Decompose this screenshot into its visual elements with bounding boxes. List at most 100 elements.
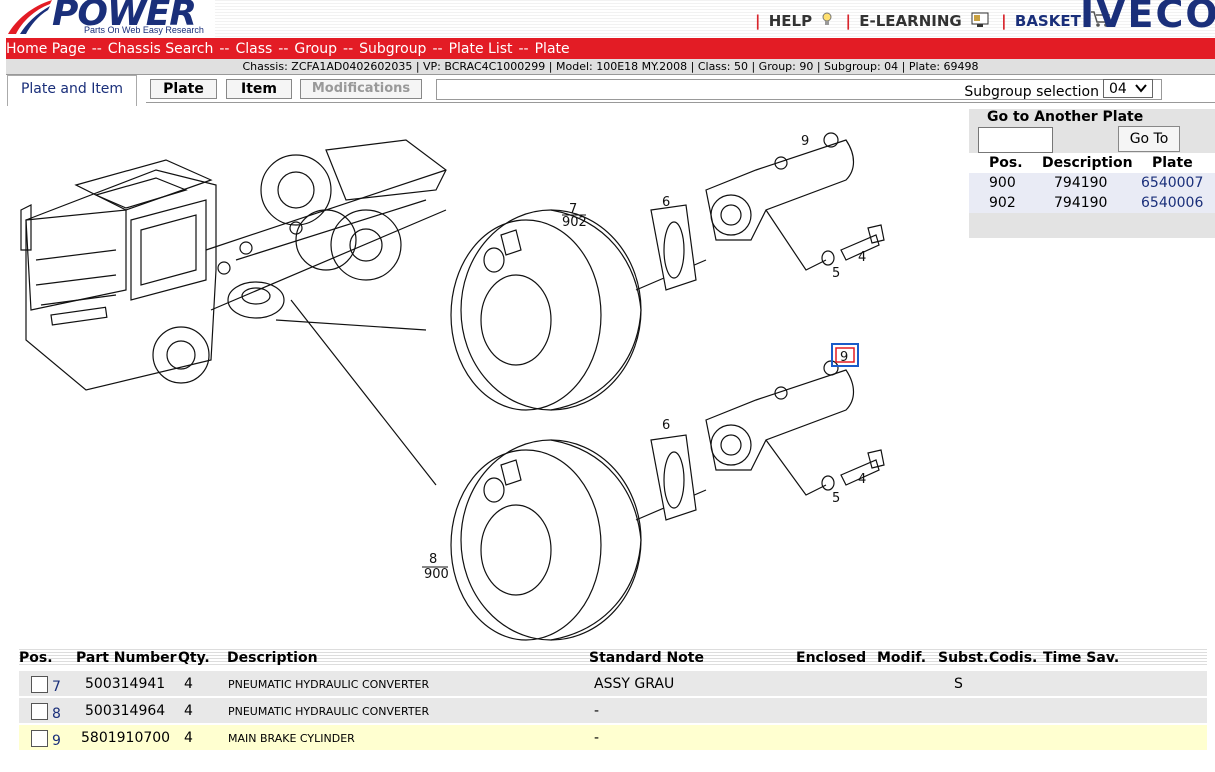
callout-label-highlighted[interactable]: 9 xyxy=(840,350,848,365)
tab-plate-and-item[interactable]: Plate and Item xyxy=(7,75,137,106)
plate-table-header: Pos. Description Plate xyxy=(969,153,1215,173)
row-pos[interactable]: 8 xyxy=(52,706,61,722)
chevron-down-icon xyxy=(1135,84,1147,93)
callout-label[interactable]: 4 xyxy=(858,250,866,265)
power-logo-swoosh-icon xyxy=(8,0,52,34)
column-header: Subst. xyxy=(938,650,989,666)
plate-pos: 900 xyxy=(989,175,1016,191)
separator: | xyxy=(845,12,852,30)
row-part-number: 5801910700 xyxy=(81,730,171,746)
header-strip xyxy=(215,0,1215,37)
exploded-parts-drawing[interactable]: 9 7 902 6 4 5 9 6 4 5 8 900 xyxy=(6,110,966,645)
plate-link[interactable]: 6540006 xyxy=(1141,195,1204,211)
cart-icon[interactable] xyxy=(1090,10,1111,28)
go-to-button[interactable]: Go To xyxy=(1118,126,1180,152)
plate-row[interactable]: 902 794190 6540006 xyxy=(969,193,1215,213)
plate-link[interactable]: 6540007 xyxy=(1141,175,1204,191)
column-header: Pos. xyxy=(19,650,53,666)
nav-separator: -- xyxy=(219,41,230,57)
plate-input[interactable] xyxy=(978,127,1053,153)
separator: | xyxy=(1001,12,1007,30)
callout-label[interactable]: 7 xyxy=(569,202,577,217)
subgroup-bar: Subgroup selection 04 xyxy=(436,79,1162,100)
plate-description: 794190 xyxy=(1054,195,1108,211)
logo-text[interactable]: POWER xyxy=(52,0,197,34)
callout-label[interactable]: 5 xyxy=(832,266,840,281)
column-header: Qty. xyxy=(178,650,210,666)
chassis-info: Chassis: ZCFA1AD0402602035 | VP: BCRAC4C… xyxy=(6,59,1215,75)
breadcrumb: Home Page--Chassis Search--Class--Group-… xyxy=(6,38,1215,59)
plate-description: 794190 xyxy=(1054,175,1108,191)
nav-separator: -- xyxy=(518,41,529,57)
modifications-button[interactable]: Modifications xyxy=(300,79,422,99)
row-pos[interactable]: 9 xyxy=(52,733,61,749)
row-checkbox[interactable] xyxy=(31,676,48,693)
row-description: MAIN BRAKE CYLINDER xyxy=(228,732,355,745)
nav-subgroup[interactable]: Subgroup xyxy=(359,41,427,57)
nav-plate-list[interactable]: Plate List xyxy=(448,41,513,57)
help-link[interactable]: HELP xyxy=(768,12,813,30)
tab-divider xyxy=(146,102,1215,103)
callout-label[interactable]: 6 xyxy=(662,195,670,210)
highlight-box xyxy=(831,343,859,367)
nav-chassis-search[interactable]: Chassis Search xyxy=(107,41,214,57)
callout-label[interactable]: 4 xyxy=(858,472,866,487)
row-standard-note: ASSY GRAU xyxy=(594,676,675,692)
row-qty: 4 xyxy=(184,730,193,746)
column-header: Description xyxy=(1042,155,1133,171)
row-checkbox[interactable] xyxy=(31,703,48,720)
column-header: Codis. xyxy=(989,650,1038,666)
basket-link[interactable]: BASKET xyxy=(1014,12,1081,30)
subgroup-label: Subgroup selection xyxy=(964,84,1099,100)
nav-home-page[interactable]: Home Page xyxy=(6,41,86,57)
column-header: Modif. xyxy=(877,650,927,666)
nav-class[interactable]: Class xyxy=(235,41,273,57)
callout-label[interactable]: 8 xyxy=(429,552,437,567)
callout-label[interactable]: 6 xyxy=(662,418,670,433)
nav-separator: -- xyxy=(91,41,102,57)
row-part-number: 500314964 xyxy=(85,703,166,719)
row-checkbox[interactable] xyxy=(31,730,48,747)
e-learning-link[interactable]: E-LEARNING xyxy=(859,12,962,30)
separator: | xyxy=(755,12,761,30)
lightbulb-icon[interactable] xyxy=(821,12,833,28)
row-pos[interactable]: 7 xyxy=(52,679,61,695)
table-row-selected[interactable]: 9 5801910700 4 MAIN BRAKE CYLINDER - xyxy=(19,725,1207,750)
table-row[interactable]: 7 500314941 4 PNEUMATIC HYDRAULIC CONVER… xyxy=(19,671,1207,696)
callout-label[interactable]: 900 xyxy=(424,567,449,582)
row-description: PNEUMATIC HYDRAULIC CONVERTER xyxy=(228,705,430,718)
table-row[interactable]: 8 500314964 4 PNEUMATIC HYDRAULIC CONVER… xyxy=(19,698,1207,723)
nav-group[interactable]: Group xyxy=(294,41,338,57)
column-header: Description xyxy=(227,650,318,666)
row-description: PNEUMATIC HYDRAULIC CONVERTER xyxy=(228,678,430,691)
subgroup-select[interactable]: 04 xyxy=(1103,79,1153,98)
callout-label[interactable]: 9 xyxy=(801,134,809,149)
row-qty: 4 xyxy=(184,676,193,692)
highlight-box-inner xyxy=(835,347,855,363)
monitor-icon[interactable] xyxy=(971,12,989,28)
row-standard-note: - xyxy=(594,730,600,746)
item-button[interactable]: Item xyxy=(226,79,292,99)
row-subst: S xyxy=(954,676,963,692)
callout-label[interactable]: 5 xyxy=(832,491,840,506)
parts-table-header: Pos. Part Number Qty. Description Standa… xyxy=(19,649,1207,666)
nav-separator: -- xyxy=(278,41,289,57)
callout-label[interactable]: 902 xyxy=(562,215,587,230)
column-header: Enclosed xyxy=(796,650,867,666)
plate-pos: 902 xyxy=(989,195,1016,211)
logo-subtitle: Parts On Web Easy Research xyxy=(84,25,204,35)
goto-plate-panel: Go to Another Plate Go To Pos. Descripti… xyxy=(969,109,1215,238)
column-header: Standard Note xyxy=(589,650,704,666)
plate-row[interactable]: 900 794190 6540007 xyxy=(969,173,1215,193)
truck-drawing xyxy=(20,139,447,486)
row-qty: 4 xyxy=(184,703,193,719)
nav-plate[interactable]: Plate xyxy=(534,41,570,57)
plate-button[interactable]: Plate xyxy=(150,79,217,99)
upper-converter-assembly xyxy=(450,132,885,411)
column-header: Pos. xyxy=(989,155,1023,171)
row-part-number: 500314941 xyxy=(85,676,166,692)
goto-title: Go to Another Plate xyxy=(987,109,1144,125)
callout-labels: 9 7 902 6 4 5 9 6 4 5 8 900 xyxy=(424,134,866,582)
column-header: Time Sav. xyxy=(1043,650,1120,666)
subgroup-select-value: 04 xyxy=(1109,81,1127,97)
